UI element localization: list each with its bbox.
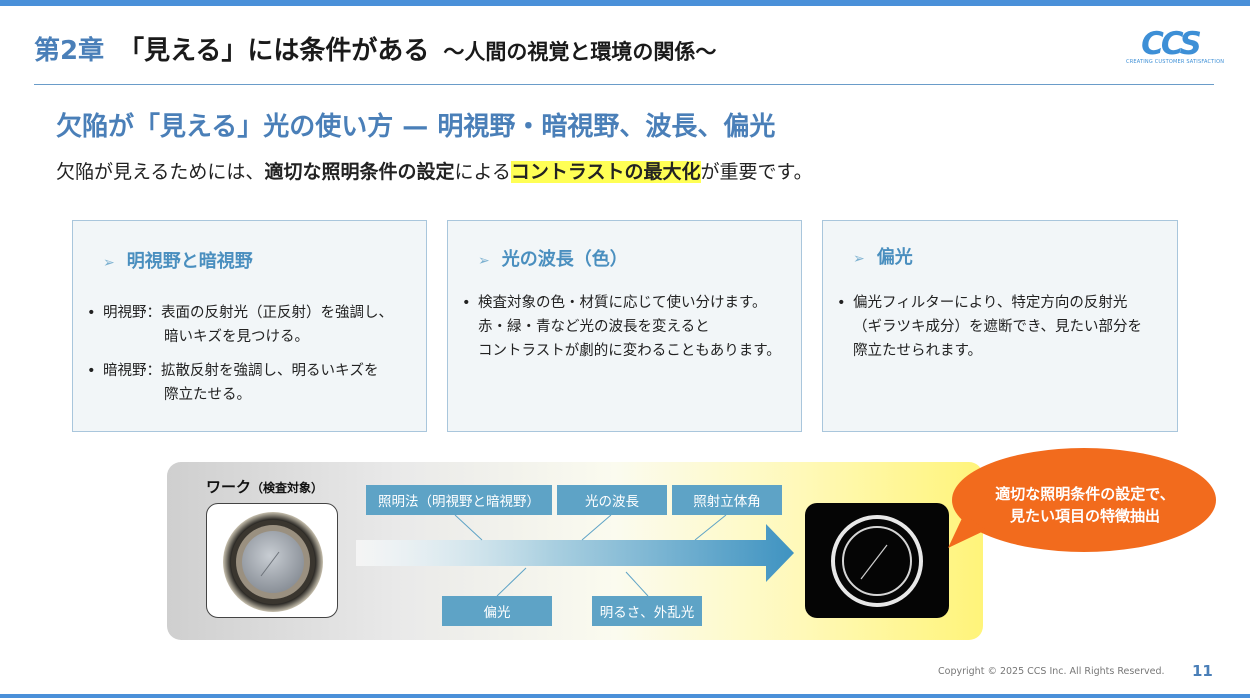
- arrow-bullet-icon: ➢: [853, 251, 865, 267]
- card-title: ➢ 光の波長（色）: [478, 245, 628, 271]
- workpiece-image: [206, 503, 338, 618]
- list-item-line: （ギラツキ成分）を遮断でき、見たい部分を: [853, 319, 1142, 335]
- arrow-bullet-icon: ➢: [103, 255, 115, 271]
- factor-illumination-method: 照明法（明視野と暗視野）: [366, 485, 552, 515]
- ccs-logo: CCS CREATING CUSTOMER SATISFACTION: [1126, 26, 1225, 68]
- result-image: [805, 503, 949, 618]
- arrow-bullet-icon: ➢: [478, 253, 490, 269]
- list-item-line: 暗視野：拡散反射を強調し、明るいキズを: [103, 363, 379, 379]
- factor-solid-angle: 照射立体角: [672, 485, 782, 515]
- card-title: ➢ 偏光: [853, 243, 913, 269]
- factor-brightness: 明るさ、外乱光: [592, 596, 702, 626]
- page-number: 11: [1192, 662, 1213, 680]
- work-label-sub: （検査対象）: [251, 481, 324, 495]
- chapter-subtitle: ～人間の視覚と環境の関係～: [443, 40, 717, 64]
- card-title-text: 光の波長（色）: [501, 249, 628, 270]
- card-title: ➢ 明視野と暗視野: [103, 247, 253, 273]
- process-arrow: [356, 516, 796, 590]
- card-title-text: 偏光: [876, 247, 913, 268]
- workpiece-illustration: [223, 512, 323, 612]
- card-list: 明視野：表面の反射光（正反射）を強調し、 暗いキズを見つける。 暗視野：拡散反射…: [85, 301, 418, 407]
- list-item-line: 明視野：表面の反射光（正反射）を強調し、: [103, 305, 393, 321]
- list-item-line: 際立たせられます。: [853, 343, 983, 359]
- copyright-text: Copyright © 2025 CCS Inc. All Rights Res…: [938, 666, 1165, 677]
- callout-line: 見たい項目の特徴抽出: [1009, 507, 1160, 525]
- work-label-text: ワーク: [206, 478, 252, 496]
- list-item-line: 検査対象の色・材質に応じて使い分けます。: [478, 295, 767, 311]
- list-item-line: 赤・緑・青など光の波長を変えると: [478, 319, 710, 335]
- bottom-accent-bar: [0, 694, 1250, 698]
- card-wavelength: ➢ 光の波長（色） 検査対象の色・材質に応じて使い分けます。 赤・緑・青など光の波…: [447, 220, 802, 432]
- chapter-number: 第2章: [34, 36, 105, 66]
- card-polarization: ➢ 偏光 偏光フィルターにより、特定方向の反射光 （ギラツキ成分）を遮断でき、見た…: [822, 220, 1178, 432]
- top-accent-bar: [0, 0, 1250, 6]
- chapter-main-title: 「見える」には条件がある: [118, 36, 430, 66]
- header-divider: [34, 84, 1214, 85]
- callout-line: 適切な照明条件の設定で、: [995, 485, 1175, 503]
- card-brightfield-darkfield: ➢ 明視野と暗視野 明視野：表面の反射光（正反射）を強調し、 暗いキズを見つける。…: [72, 220, 427, 432]
- card-list: 検査対象の色・材質に応じて使い分けます。 赤・緑・青など光の波長を変えると コン…: [460, 291, 793, 363]
- card-list: 偏光フィルターにより、特定方向の反射光 （ギラツキ成分）を遮断でき、見たい部分を…: [835, 291, 1169, 363]
- result-callout-bubble: [946, 444, 1216, 564]
- list-item: 検査対象の色・材質に応じて使い分けます。 赤・緑・青など光の波長を変えると コン…: [460, 291, 793, 363]
- list-item: 明視野：表面の反射光（正反射）を強調し、 暗いキズを見つける。: [85, 301, 418, 349]
- section-title: 欠陥が「見える」光の使い方 — 明視野・暗視野、波長、偏光: [56, 112, 776, 142]
- lead-highlight: コントラストの最大化: [510, 161, 701, 183]
- list-item-line: コントラストが劇的に変わることもあります。: [478, 343, 781, 359]
- result-illustration: [831, 515, 923, 607]
- list-item-line: 際立たせる。: [164, 387, 251, 403]
- factor-wavelength: 光の波長: [557, 485, 667, 515]
- lead-bold: 適切な照明条件の設定: [264, 161, 455, 183]
- callout-text: 適切な照明条件の設定で、 見たい項目の特徴抽出: [975, 483, 1195, 527]
- card-title-text: 明視野と暗視野: [126, 251, 253, 272]
- lead-mid: による: [454, 161, 511, 183]
- list-item: 暗視野：拡散反射を強調し、明るいキズを 際立たせる。: [85, 359, 418, 407]
- logo-text: CCS: [1141, 26, 1202, 62]
- list-item-line: 暗いキズを見つける。: [164, 329, 309, 345]
- chapter-title: 第2章「見える」には条件がある ～人間の視覚と環境の関係～: [34, 30, 716, 67]
- lead-pre: 欠陥が見えるためには、: [56, 161, 265, 183]
- logo-tagline: CREATING CUSTOMER SATISFACTION: [1126, 59, 1225, 65]
- list-item-line: 偏光フィルターにより、特定方向の反射光: [853, 295, 1128, 311]
- list-item: 偏光フィルターにより、特定方向の反射光 （ギラツキ成分）を遮断でき、見たい部分を…: [835, 291, 1169, 363]
- lead-post: が重要です。: [700, 161, 813, 183]
- factor-polarization: 偏光: [442, 596, 552, 626]
- work-label: ワーク（検査対象）: [206, 476, 323, 497]
- lead-text: 欠陥が見えるためには、適切な照明条件の設定によるコントラストの最大化が重要です。: [56, 157, 813, 184]
